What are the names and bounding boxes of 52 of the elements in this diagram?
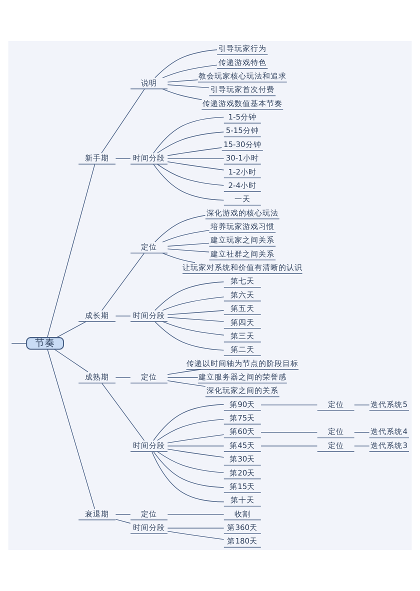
connector — [162, 321, 224, 336]
connector — [167, 310, 224, 316]
connector — [167, 158, 224, 160]
connector — [154, 215, 206, 242]
connector — [162, 88, 202, 100]
connector — [167, 161, 224, 170]
connector — [167, 84, 210, 88]
node-box: 节奏 — [26, 337, 64, 350]
connector — [162, 252, 196, 263]
connector — [101, 88, 145, 154]
connector — [56, 321, 86, 338]
connector — [167, 530, 224, 540]
connector — [167, 80, 198, 82]
connector — [47, 348, 96, 510]
connector — [153, 451, 224, 488]
connector — [167, 242, 210, 247]
connector — [154, 49, 218, 78]
connector — [157, 451, 224, 474]
connector — [157, 418, 224, 441]
connector — [152, 451, 224, 502]
connector — [154, 282, 224, 311]
connector — [354, 432, 370, 433]
connector — [162, 230, 210, 242]
connector — [157, 132, 224, 154]
connector — [102, 382, 145, 441]
connector — [167, 514, 224, 515]
connector — [162, 64, 218, 78]
connector — [54, 349, 88, 372]
connector — [354, 404, 370, 406]
connector — [167, 147, 222, 156]
connector — [260, 404, 318, 406]
connector — [167, 448, 224, 458]
connector — [115, 158, 131, 160]
connector — [260, 432, 318, 433]
connector — [115, 518, 131, 524]
connector — [154, 321, 224, 351]
connector — [162, 296, 224, 311]
connector — [167, 317, 224, 322]
connector — [115, 514, 131, 515]
connector — [153, 164, 224, 200]
connector — [47, 164, 96, 338]
connector — [167, 380, 206, 387]
connector — [157, 164, 224, 186]
connector — [11, 343, 27, 344]
connector — [115, 377, 131, 378]
connector — [167, 248, 210, 252]
connector — [167, 369, 202, 375]
connector — [153, 116, 224, 154]
connector — [167, 377, 198, 378]
connector — [153, 404, 224, 441]
connector — [102, 252, 145, 311]
connector — [167, 434, 224, 444]
